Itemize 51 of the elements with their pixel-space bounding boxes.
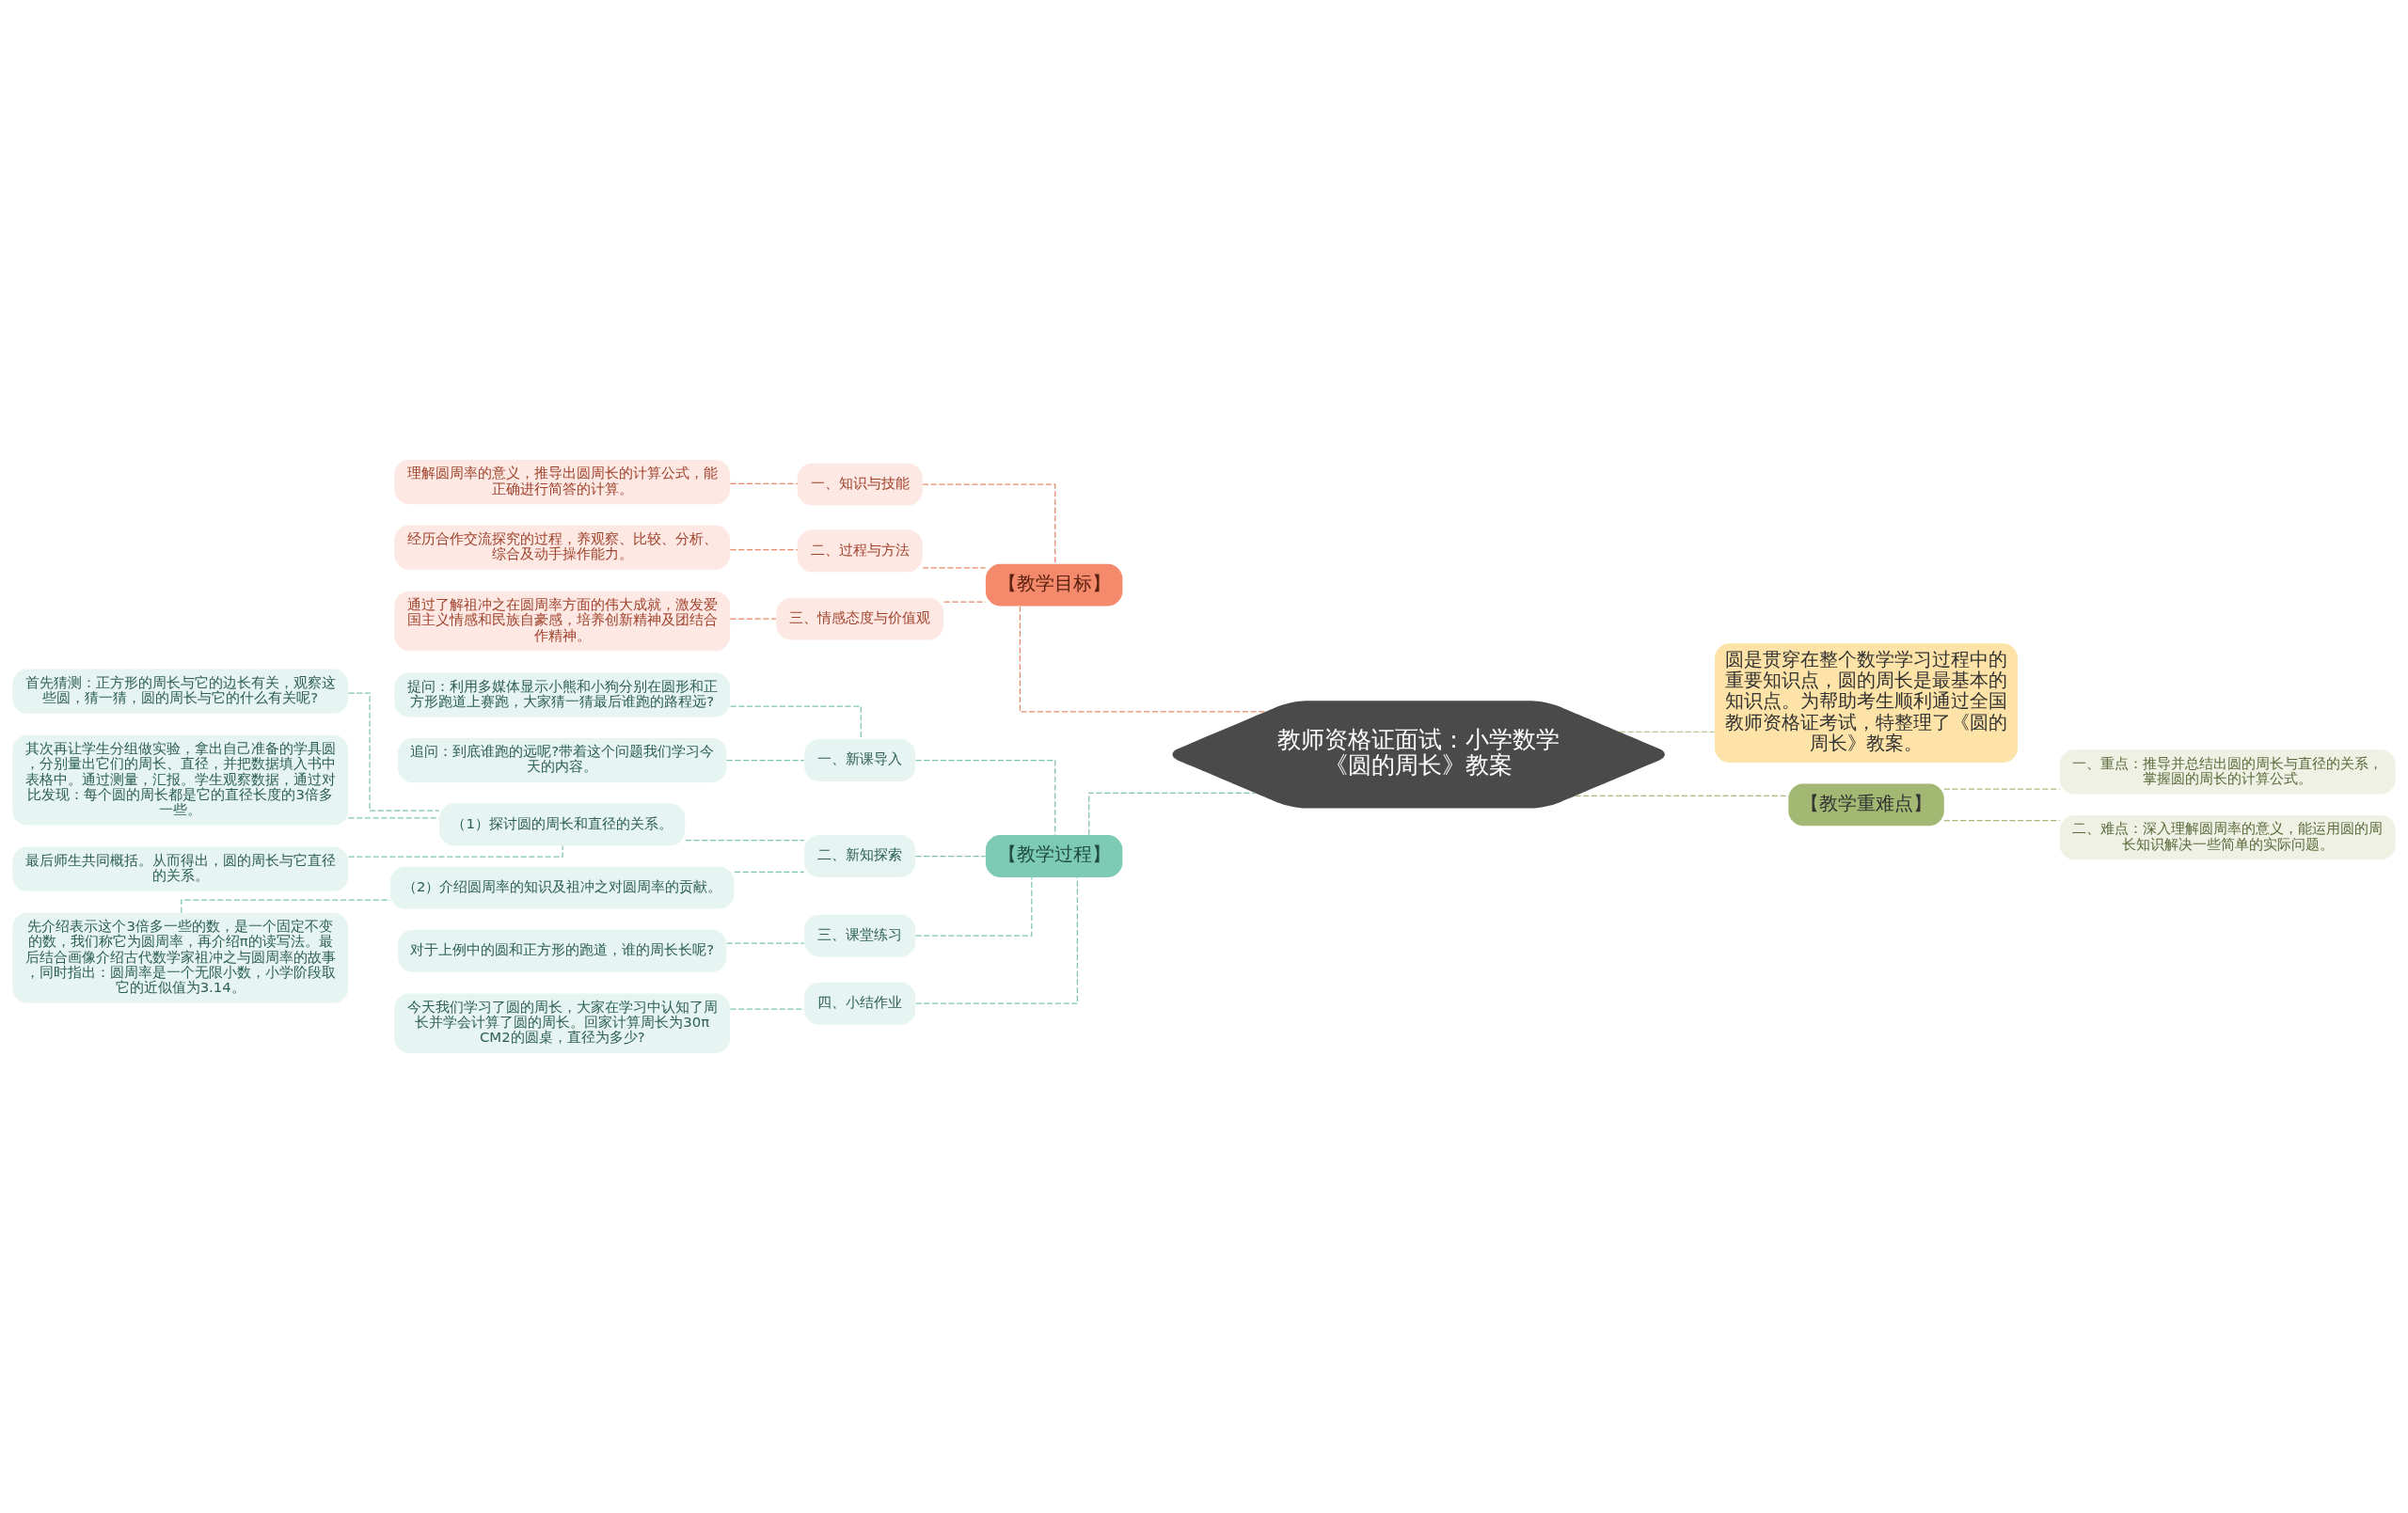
connector: [1575, 795, 1789, 796]
connector: [922, 483, 1056, 564]
connector: [1943, 819, 2061, 822]
node-box: 三、情感态度与价值观: [776, 597, 944, 640]
connector: [915, 759, 1056, 836]
connector: [915, 876, 1078, 1004]
node-ellipse: 教师资格证面试：小学数学《圆的周长》教案: [1172, 701, 1665, 809]
connector: [922, 567, 987, 569]
connector: [914, 876, 1033, 937]
node-box: 首先猜测：正方形的周长与它的边长有关，观察这些圆，猜一猜，圆的周长与它的什么有关呢?: [12, 669, 349, 714]
node-box: 二、过程与方法: [797, 529, 923, 573]
connector: [1019, 606, 1266, 713]
connector: [1619, 731, 1716, 733]
connector: [685, 840, 805, 842]
connector: [734, 871, 805, 873]
node-box: （1）探讨圆的周长和直径的关系。: [439, 803, 686, 846]
node-box: 一、新课导入: [804, 739, 916, 781]
connector: [729, 1008, 805, 1010]
connector: [943, 601, 987, 603]
node-box: 对于上例中的圆和正方形的跑道，谁的周长长呢?: [398, 929, 727, 972]
node-box: 圆是贯穿在整个数学学习过程中的重要知识点，圆的周长是最基本的知识点。为帮助考生顺利通过全国教师资格证考试，特整理了《圆的周长》教案。: [1715, 643, 2019, 764]
node-box: （2）介绍圆周率的知识及祖冲之对圆周率的贡献。: [389, 866, 735, 909]
node-box: 【教学重难点】: [1788, 783, 1944, 827]
node-box: 一、重点：推导并总结出圆的周长与直径的关系，掌握圆的周长的计算公式。: [2059, 749, 2396, 795]
node-box: 其次再让学生分组做实验，拿出自己准备的学具圆，分别量出它们的周长、直径，并把数据填入书中表格中。通过测量，汇报。学生观察数据，通过对比发现：每个圆的周长都是它的直径长度的3倍多一些。: [12, 734, 349, 826]
node-box: 三、课堂练习: [804, 914, 916, 957]
connector: [348, 844, 563, 858]
connector: [347, 817, 440, 819]
connector: [729, 705, 862, 740]
connector: [726, 759, 805, 762]
node-box: 提问：利用多媒体显示小熊和小狗分别在圆形和正方形跑道上赛跑，大家猜一猜最后谁跑的路程远?: [394, 672, 731, 717]
node-box: 二、新知探索: [804, 835, 916, 877]
node-box: 经历合作交流探究的过程，养观察、比较、分析、综合及动手操作能力。: [394, 525, 731, 570]
node-box: 【教学目标】: [985, 563, 1123, 607]
connector: [1943, 788, 2061, 790]
connector: [1088, 792, 1257, 836]
node-box: 一、知识与技能: [797, 463, 923, 506]
node-box: 通过了解祖冲之在圆周率方面的伟大成就，激发爱国主义情感和民族自豪感，培养创新精神及团结合作精神。: [394, 591, 731, 652]
node-box: 理解圆周率的意义，推导出圆周长的计算公式，能正确进行简答的计算。: [394, 459, 731, 505]
node-box: 四、小结作业: [804, 982, 916, 1025]
node-box: 最后师生共同概括。从而得出，圆的周长与它直径的关系。: [12, 846, 349, 891]
connector: [729, 482, 799, 485]
node-box: 追问：到底谁跑的远呢?带着这个问题我们学习今天的内容。: [398, 737, 727, 783]
node-box: 【教学过程】: [985, 835, 1123, 877]
connector: [914, 855, 987, 858]
connector: [729, 618, 777, 620]
node-box: 先介绍表示这个3倍多一些的数，是一个固定不变的数，我们称它为圆周率，再介绍π的读写法。最后结合画像介绍古代数学家祖冲之与圆周率的故事，同时指出：圆周率是一个无限小数，小学阶段取它的近似值为3.14。: [12, 912, 349, 1003]
node-box: 今天我们学习了圆的周长，大家在学习中认知了周长并学会计算了圆的周长。回家计算周长为30πCM2的圆桌，直径为多少?: [394, 993, 731, 1054]
connector: [729, 549, 799, 551]
connector: [726, 942, 805, 944]
node-box: 二、难点：深入理解圆周率的意义，能运用圆的周长知识解决一些简单的实际问题。: [2059, 815, 2396, 860]
